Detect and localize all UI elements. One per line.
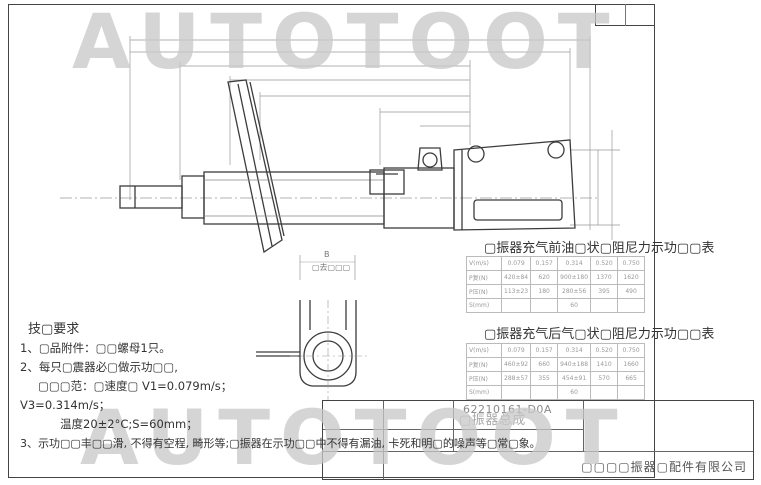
- note-line: 3、示功▢▢丰▢▢滑, 不得有空程, 畸形等;▢振器在示功▢▢中不得有漏油, 卡…: [20, 437, 541, 450]
- title-block-rule: [383, 401, 384, 479]
- company-name: ▢▢▢▢振器▢配件有限公司: [581, 460, 747, 474]
- dimension-lines: [60, 36, 620, 280]
- part-name: ▢振器总成: [459, 413, 526, 428]
- table-row: S(mm)60: [466, 298, 646, 313]
- note-line: 2、每只▢震器必▢做示功▢▢,: [20, 360, 178, 374]
- title-block-rule: [323, 451, 753, 452]
- hose-bracket: [369, 169, 405, 195]
- title-block-rule: [583, 401, 584, 451]
- title-block-rule: [453, 401, 454, 451]
- bolt-hole: [467, 145, 485, 163]
- piston-rod: [119, 185, 183, 209]
- note-line: ▢▢▢范：▢速度▢ V1=0.079m/s；: [38, 379, 233, 393]
- corner-stamp: [595, 4, 655, 26]
- note-line: V3=0.314m/s；: [20, 398, 111, 412]
- note-line: 温度20±2°C;S=60mm；: [60, 417, 198, 431]
- title-block: ▢振器总成 62210161-D0A ▢▢▢▢振器▢配件有限公司: [322, 400, 754, 480]
- section-view-b: [256, 300, 370, 400]
- table-row: S(mm)60: [466, 385, 646, 400]
- drawing-frame: [8, 4, 655, 478]
- technical-notes: 技▢要求 1、▢品附件：▢▢螺母1只。 2、每只▢震器必▢做示功▢▢, ▢▢▢范…: [20, 320, 541, 453]
- corner-cell: [596, 4, 626, 26]
- table2-title: ▢振器充气后气▢状▢阻尼力示功▢▢表: [484, 327, 715, 342]
- knuckle-bracket: [453, 139, 576, 231]
- top-mount: [227, 79, 283, 254]
- table1-title: ▢振器充气前油▢状▢阻尼力示功▢▢表: [484, 241, 715, 256]
- section-caption: ▢去▢▢▢: [312, 263, 351, 272]
- notes-heading: 技▢要求: [28, 322, 80, 337]
- bolt-hole: [547, 141, 565, 159]
- note-line: 1、▢品附件：▢▢螺母1只。: [20, 341, 171, 355]
- section-label: B: [324, 250, 330, 259]
- part-number: 62210161-D0A: [463, 403, 552, 416]
